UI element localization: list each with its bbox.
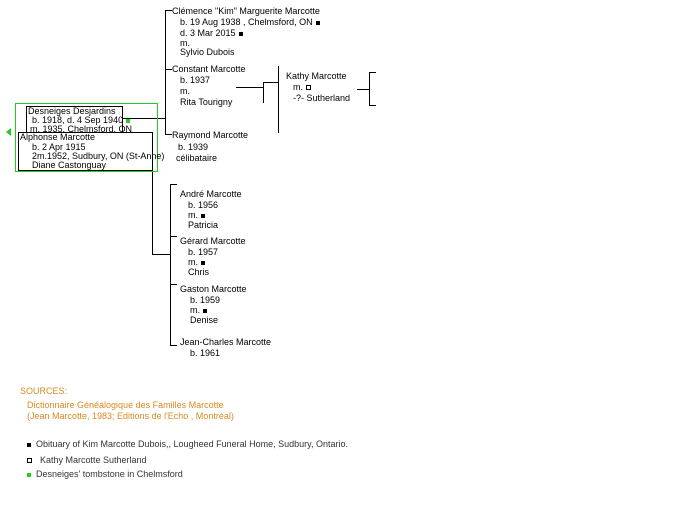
tree-line (152, 254, 171, 255)
marriage-label: m. (188, 210, 205, 220)
marriage-label: m. (180, 86, 190, 96)
dates-text: b. 1918, d. 4 Sep 1940 (32, 115, 124, 125)
person-name[interactable]: Gérard Marcotte (180, 236, 246, 246)
back-arrow-icon[interactable] (6, 128, 11, 136)
life-dates: b. 1918, d. 4 Sep 1940 (32, 115, 131, 125)
source-marker-icon (201, 260, 205, 265)
person-name[interactable]: Kathy Marcotte (286, 71, 347, 81)
sources-heading: SOURCES: (20, 386, 68, 396)
focus-family-box (15, 103, 158, 172)
source-item: Obituary of Kim Marcotte Dubois,, Loughe… (27, 439, 348, 449)
tree-line (170, 345, 177, 346)
source-marker-icon (126, 118, 131, 123)
source-marker-icon (238, 31, 243, 36)
tree-line (170, 236, 177, 237)
person-name[interactable]: Constant Marcotte (172, 64, 246, 74)
tree-line (152, 140, 153, 254)
source-marker-icon (201, 213, 205, 218)
sources-citation: (Jean Marcotte, 1983; Editions de l'Echo… (27, 411, 234, 421)
tree-line (278, 66, 279, 133)
marriage-text: m. (188, 210, 198, 220)
source-text: Obituary of Kim Marcotte Dubois,, Loughe… (36, 439, 348, 449)
birth-info: b. 1939 (178, 142, 209, 152)
spouse-name[interactable]: Rita Tourigny (180, 97, 233, 107)
marriage-text: m. (188, 257, 198, 267)
tree-line (122, 118, 166, 119)
tree-line (170, 184, 177, 185)
sources-title: Dictionnaire Généalogique des Familles M… (27, 400, 224, 410)
alphonse-box (18, 132, 153, 171)
marriage-text: m. (293, 82, 303, 92)
person-name[interactable]: Clémence "Kim" Marguerite Marcotte (172, 6, 320, 16)
person-name[interactable]: Gaston Marcotte (180, 284, 247, 294)
birth-info: b. 19 Aug 1938 , Chelmsford, ON (180, 17, 320, 27)
tree-line (357, 89, 369, 90)
birth-info: b. 1959 (190, 295, 221, 305)
marriage-info: 2m.1952, Sudbury, ON (St-Anne) (32, 151, 165, 161)
source-marker-icon (315, 20, 320, 25)
spouse-name[interactable]: Chris (188, 267, 210, 277)
tree-line (165, 10, 172, 11)
person-name[interactable]: Alphonse Marcotte (20, 132, 96, 142)
marriage-label: m. (180, 38, 190, 48)
spouse-name[interactable]: Denise (190, 315, 219, 325)
tree-line (369, 105, 376, 106)
tree-line (170, 284, 177, 285)
birth-info: b. 2 Apr 1915 (32, 142, 86, 152)
source-marker-icon (306, 85, 311, 91)
tree-line (236, 87, 263, 88)
birth-info: b. 1961 (190, 348, 221, 358)
birth-info: b. 1957 (188, 247, 219, 257)
green-square-icon (27, 472, 31, 477)
person-name[interactable]: Jean-Charles Marcotte (180, 337, 272, 347)
birth-text: b. 19 Aug 1938 , Chelmsford, ON (180, 17, 313, 27)
marriage-text: m. (190, 305, 200, 315)
tree-line (369, 72, 376, 73)
person-name[interactable]: André Marcotte (180, 189, 242, 199)
spouse-name[interactable]: Patricia (188, 220, 219, 230)
tree-line (165, 134, 172, 135)
tree-line (165, 69, 172, 70)
person-name[interactable]: Raymond Marcotte (172, 130, 249, 140)
tree-line (263, 82, 264, 103)
birth-info: b. 1956 (188, 200, 219, 210)
tree-line (170, 184, 171, 346)
spouse-name[interactable]: -?- Sutherland (293, 93, 351, 103)
tree-line (165, 10, 166, 135)
marriage-label: m. (293, 82, 311, 92)
black-square-icon (27, 442, 31, 447)
marriage-label: m. (188, 257, 205, 267)
marriage-info: m. 1935, Chelmsford, ON (30, 124, 133, 134)
source-item: Desneiges' tombstone in Chelmsford (27, 469, 183, 479)
source-item: Kathy Marcotte Sutherland (27, 455, 147, 465)
marriage-label: m. (190, 305, 207, 315)
death-info: d. 3 Mar 2015 (180, 28, 243, 38)
birth-info: b. 1937 (180, 75, 211, 85)
tree-line (369, 72, 370, 106)
death-text: d. 3 Mar 2015 (180, 28, 236, 38)
source-text: Desneiges' tombstone in Chelmsford (36, 469, 183, 479)
spouse-name[interactable]: Diane Castonguay (32, 160, 107, 170)
source-marker-icon (203, 308, 207, 313)
tree-line (263, 82, 278, 83)
person-name[interactable]: Desneiges Desjardins (28, 106, 116, 116)
hollow-square-icon (27, 458, 32, 464)
spouse-name[interactable]: Sylvio Dubois (180, 47, 235, 57)
source-text: Kathy Marcotte Sutherland (40, 455, 147, 465)
note: célibataire (176, 153, 218, 163)
